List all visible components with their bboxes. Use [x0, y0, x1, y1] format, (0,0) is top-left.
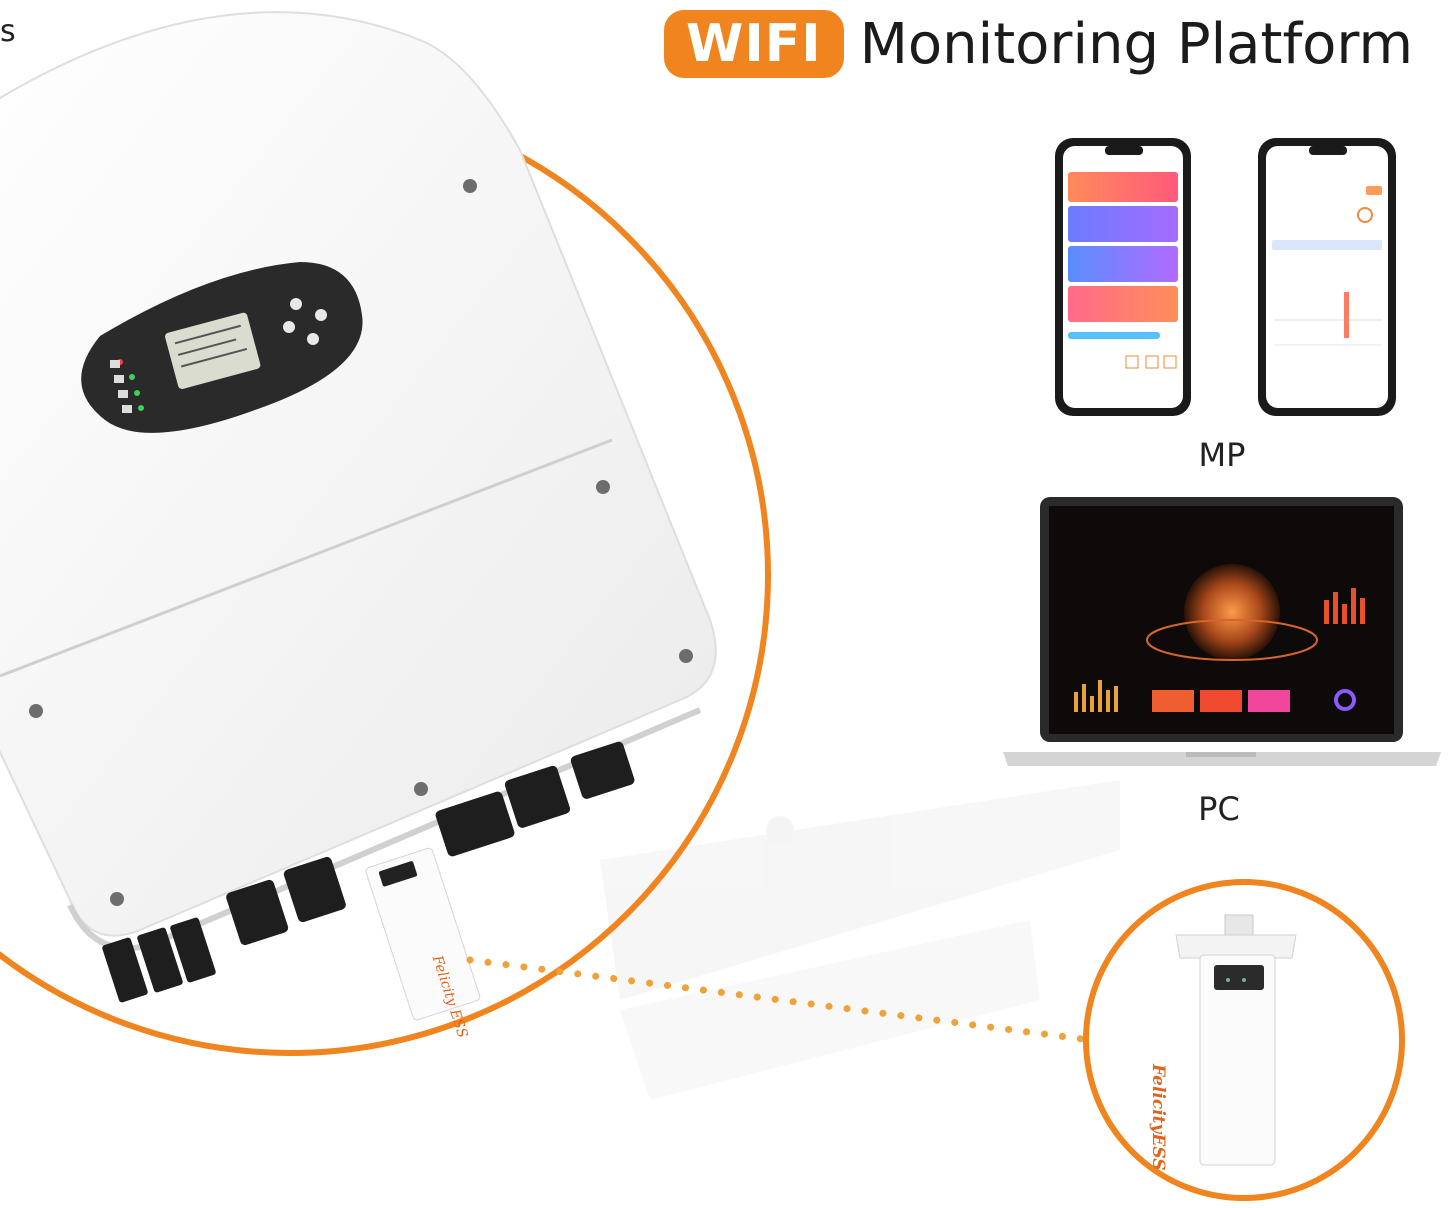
mobile-caption: MP [1198, 436, 1246, 474]
dongle-closeup [1175, 914, 1297, 1166]
page-header: WIFI Monitoring Platform [664, 4, 1413, 84]
display-button-right [315, 309, 327, 321]
cropped-edge-glyph: s [0, 14, 16, 49]
phone-2 [1258, 138, 1396, 416]
display-button-left [283, 321, 295, 333]
dongle-logo: FelicityESS [1148, 1064, 1168, 1171]
wifi-badge: WIFI [664, 10, 844, 78]
inverter-display-panel [81, 262, 363, 433]
display-button-up [290, 298, 302, 310]
laptop [1003, 497, 1441, 766]
display-button-down [307, 333, 319, 345]
inverter: Felicity ESS [0, 11, 717, 1040]
inverter-connectors [102, 741, 635, 1003]
ghost-reflection [600, 780, 1120, 1100]
phone-1 [1055, 138, 1191, 416]
page-title: Monitoring Platform [859, 11, 1414, 77]
pc-caption: PC [1198, 790, 1240, 828]
